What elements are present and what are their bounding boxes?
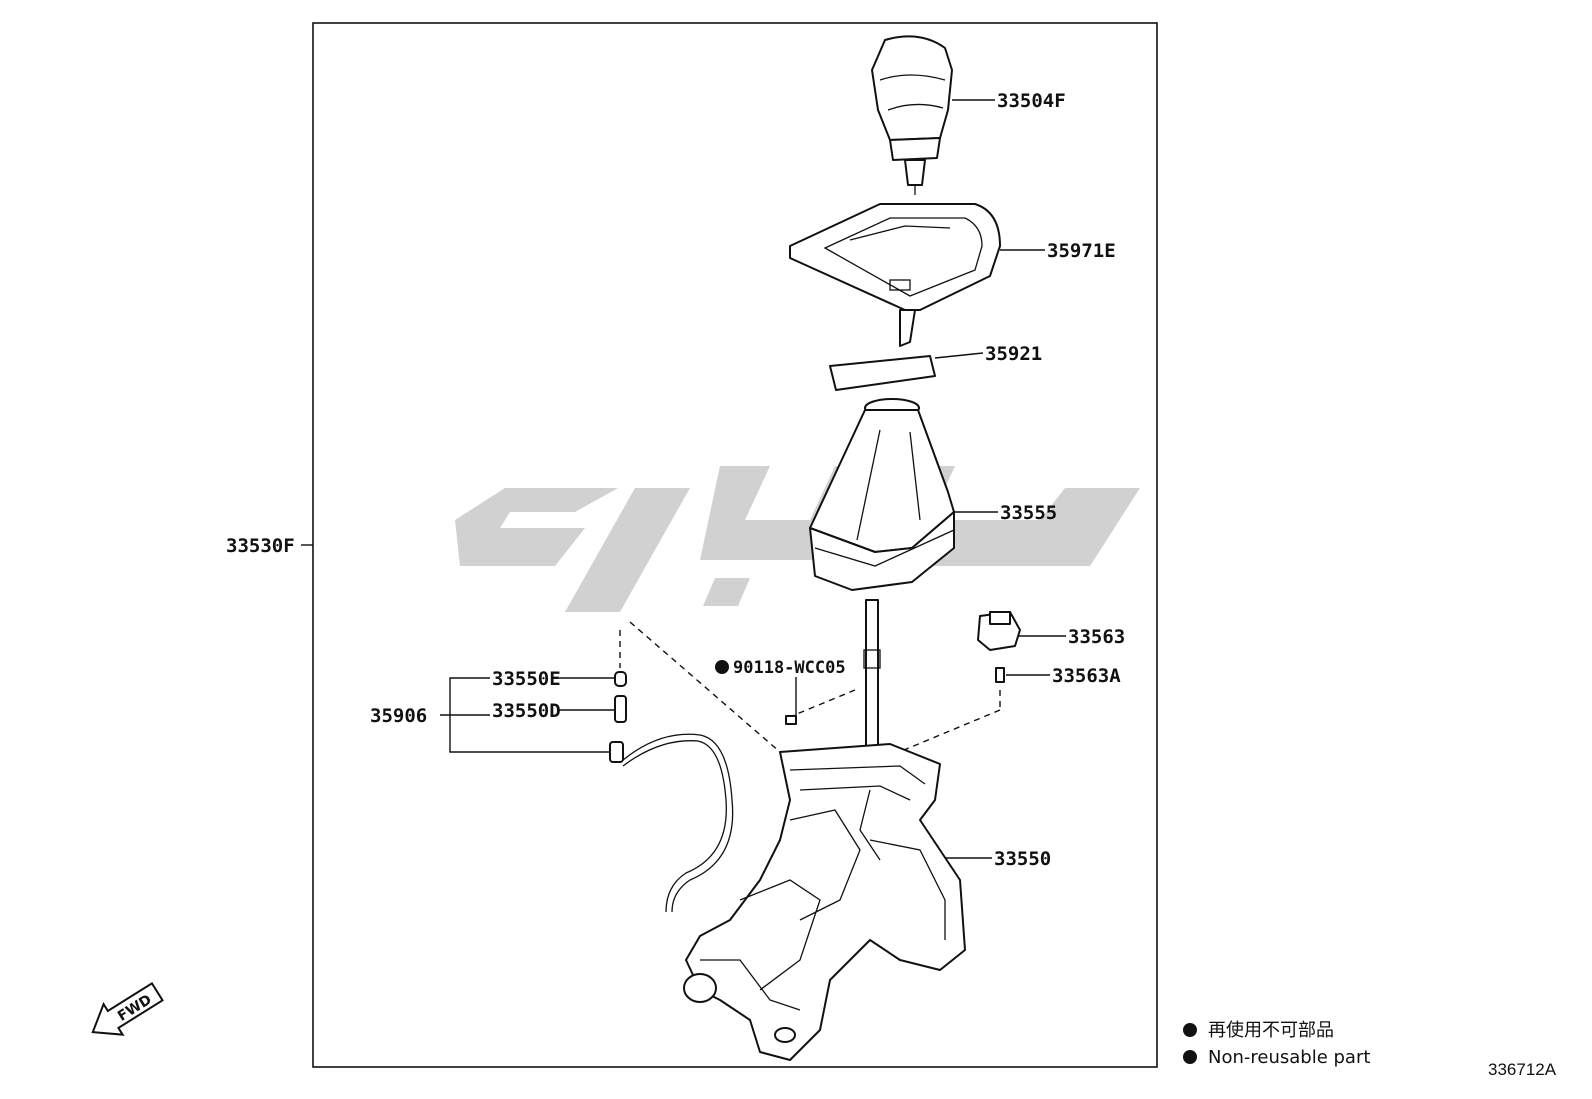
shift-bezel[interactable] (789, 203, 1001, 347)
label-33504f: 33504F (997, 90, 1066, 112)
pin-d[interactable] (614, 695, 627, 723)
shift-boot[interactable] (809, 398, 955, 591)
screw[interactable] (785, 715, 797, 725)
legend-en-text: Non-reusable part (1208, 1047, 1370, 1068)
fwd-arrow-icon: FWD (91, 982, 164, 1036)
label-33530f: 33530F (226, 535, 295, 557)
stopper[interactable] (977, 611, 1021, 651)
label-33550e: 33550E (492, 668, 561, 690)
label-35971e: 35971E (1047, 240, 1116, 262)
label-33563a: 33563A (1052, 665, 1121, 687)
figure-number: 336712A (1488, 1060, 1557, 1079)
legend-bullet-jp (1183, 1023, 1197, 1037)
label-33555: 33555 (1000, 502, 1057, 524)
shift-lever-assembly[interactable] (683, 743, 966, 1061)
label-33550: 33550 (994, 848, 1051, 870)
label-33563: 33563 (1068, 626, 1125, 648)
shift-knob[interactable] (871, 35, 953, 195)
legend-bullet-en (1183, 1050, 1197, 1064)
indicator-plate[interactable] (829, 355, 936, 391)
pin-e[interactable] (614, 671, 627, 687)
legend-jp-text: 再使用不可部品 (1208, 1020, 1334, 1041)
label-35921: 35921 (985, 343, 1042, 365)
watermark-logo (455, 466, 1140, 612)
shift-cable[interactable] (609, 733, 734, 913)
label-35906: 35906 (370, 705, 427, 727)
stopper-bolt[interactable] (995, 667, 1005, 683)
non-reusable-marker (715, 660, 729, 674)
label-90118-wcc05: 90118-WCC05 (733, 658, 846, 678)
shift-lever-rod (863, 599, 881, 751)
label-33550d: 33550D (492, 700, 561, 722)
